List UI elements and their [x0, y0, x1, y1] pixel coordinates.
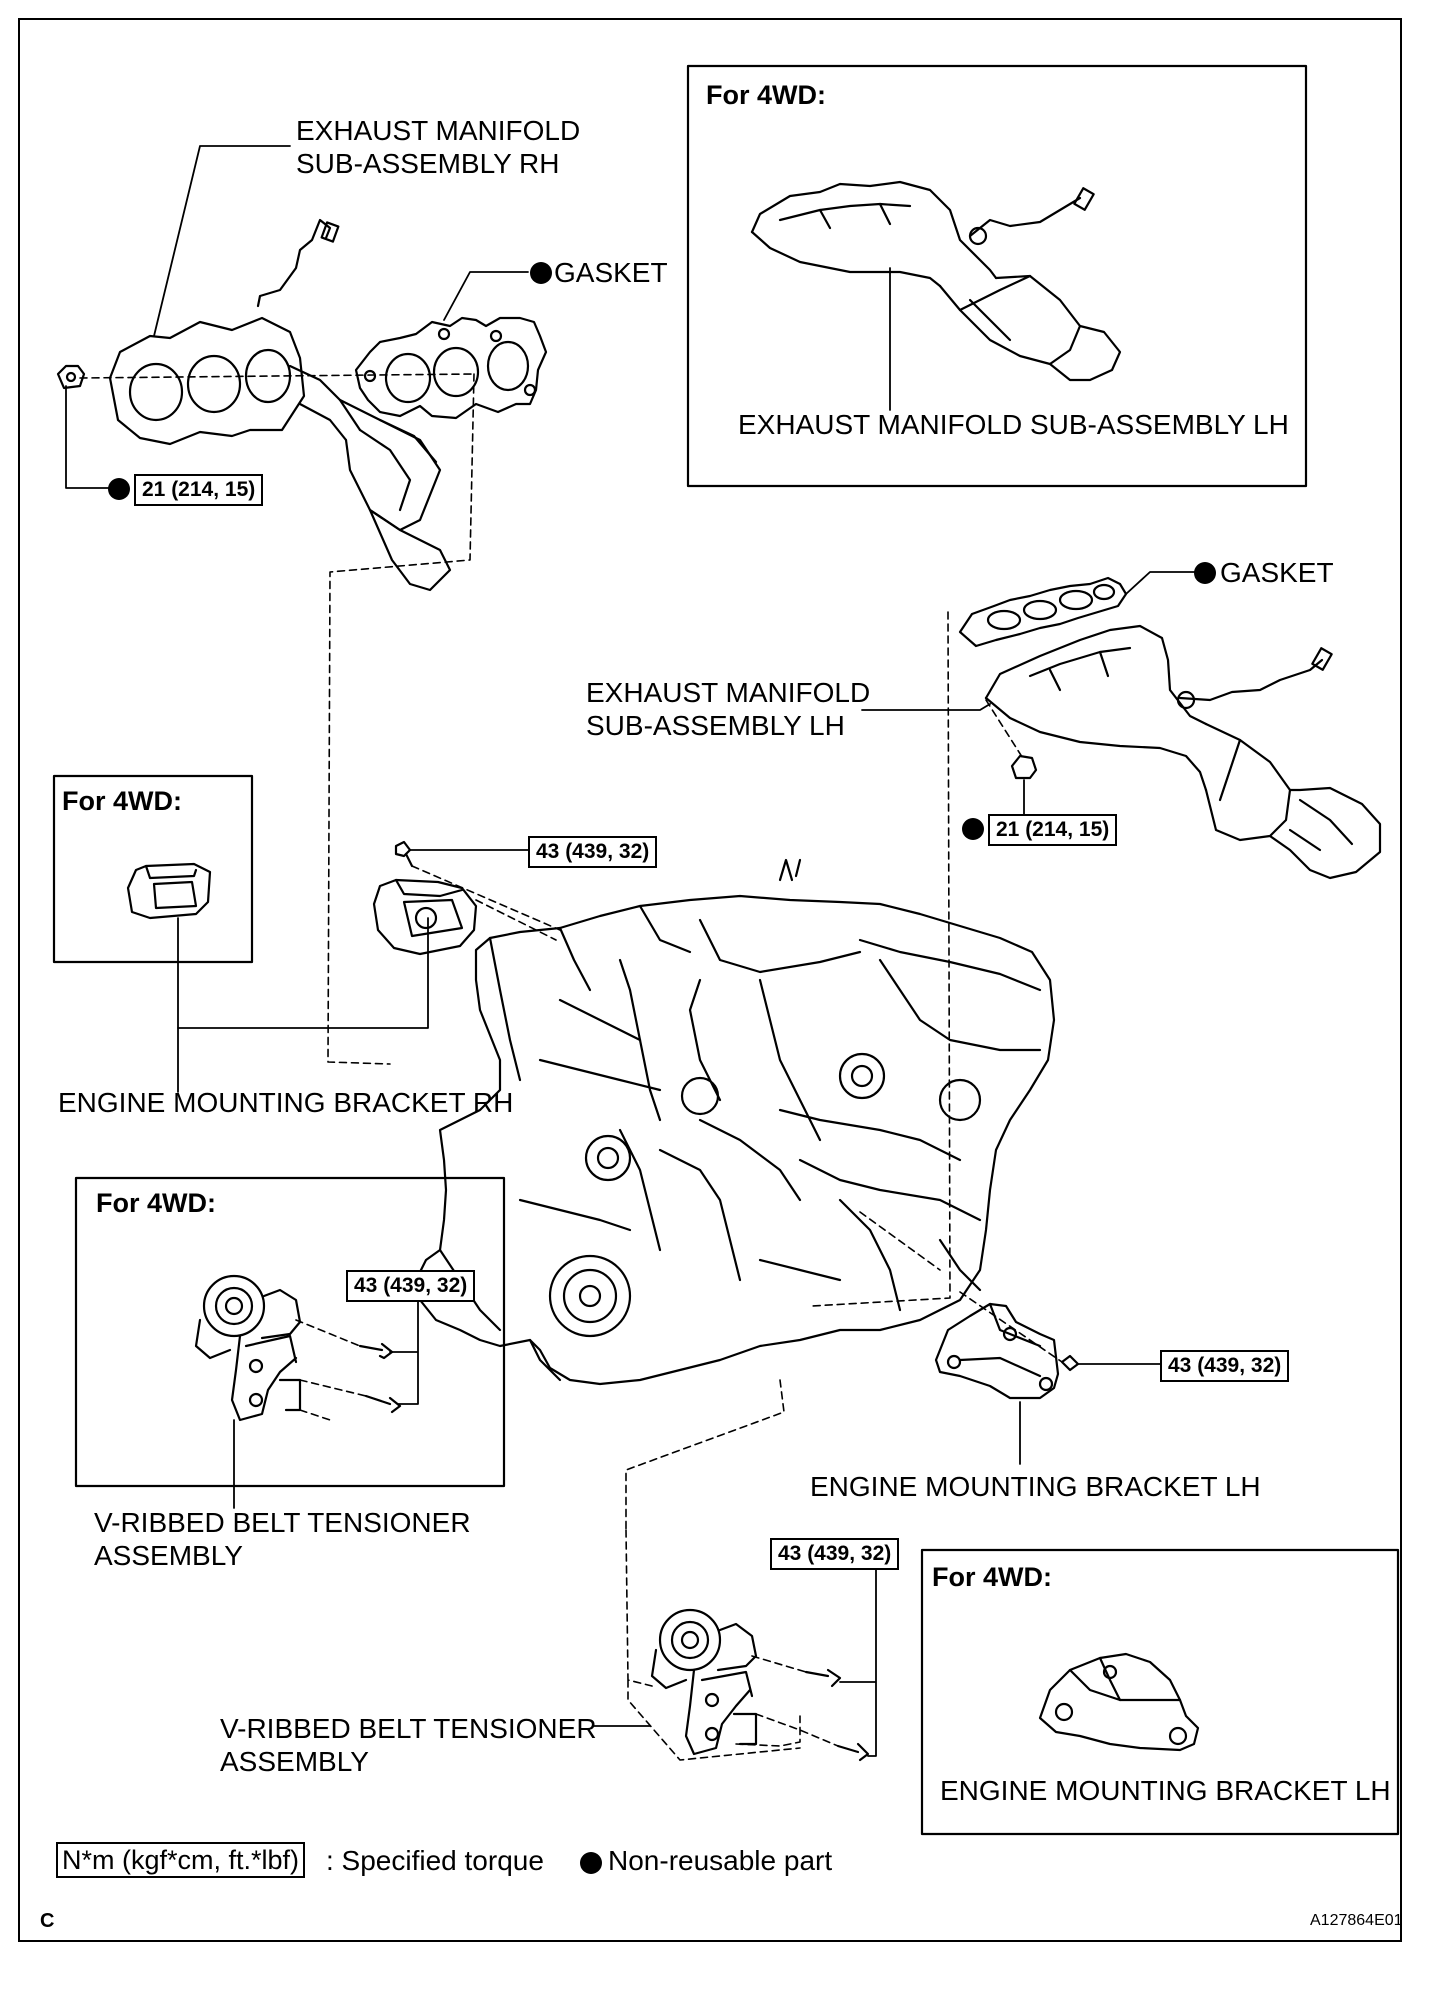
- box-4wd-bracket-lh: [920, 1548, 1400, 1836]
- gasket-rh-part: [354, 316, 548, 420]
- label-tensioner-4wd: V-RIBBED BELT TENSIONER ASSEMBLY: [94, 1507, 471, 1571]
- legend-torque-unit: N*m (kgf*cm, ft.*lbf): [56, 1842, 306, 1878]
- torque-lh-manifold: 21 (214, 15): [988, 814, 1118, 846]
- bolt-rh-part: [394, 840, 414, 868]
- leader-gasket-lh: [1125, 571, 1207, 595]
- tensioner-bolts-part: [804, 1668, 870, 1762]
- nonreusable-dot-gasket-lh: [1194, 562, 1216, 584]
- box-4wd-tensioner: [74, 1176, 506, 1488]
- leader-nut-rh: [65, 385, 111, 489]
- nut-lh-part: [1010, 754, 1038, 780]
- torque-tensioner-4wd: 43 (439, 32): [346, 1270, 476, 1302]
- label-gasket-lh: GASKET: [1220, 557, 1334, 588]
- diagram-frame: [18, 18, 1402, 1942]
- label-gasket-rh: GASKET: [554, 257, 668, 288]
- torque-rh-manifold: 21 (214, 15): [134, 474, 264, 506]
- label-engine-mounting-bracket-rh: ENGINE MOUNTING BRACKET RH: [58, 1087, 514, 1118]
- corner-code: C: [40, 1910, 55, 1932]
- bracket-lh-part: [934, 1302, 1060, 1400]
- nut-rh-part: [56, 364, 86, 390]
- bracket-rh-4wd-part: [126, 862, 212, 920]
- tensioner-part: [650, 1608, 758, 1756]
- tensioner-4wd-part: [194, 1274, 302, 1422]
- bracket-lh-4wd-part: [1038, 1652, 1200, 1752]
- torque-tensioner: 43 (439, 32): [770, 1538, 900, 1570]
- nonreusable-dot-nut-lh: [962, 818, 984, 840]
- box-4wd-exhaust-lh: [686, 64, 1308, 488]
- torque-bracket-lh: 43 (439, 32): [1160, 1350, 1290, 1382]
- label-engine-mounting-bracket-lh: ENGINE MOUNTING BRACKET LH: [810, 1471, 1261, 1502]
- nonreusable-dot-nut-rh: [108, 478, 130, 500]
- label-exhaust-manifold-rh: EXHAUST MANIFOLD SUB-ASSEMBLY RH: [296, 115, 581, 179]
- leader-exhaust-rh: [153, 145, 291, 337]
- engine-assembly-part: [414, 858, 1056, 1386]
- legend-nonreusable-dot: [580, 1852, 602, 1874]
- legend-nonreusable-desc: Non-reusable part: [608, 1845, 833, 1876]
- exhaust-manifold-rh-part: [108, 218, 452, 592]
- gasket-lh-part: [958, 576, 1128, 648]
- label-engine-mounting-bracket-lh-4wd: ENGINE MOUNTING BRACKET LH: [940, 1775, 1391, 1806]
- label-exhaust-manifold-lh: EXHAUST MANIFOLD SUB-ASSEMBLY LH: [586, 677, 871, 741]
- label-exhaust-manifold-lh-4wd: EXHAUST MANIFOLD SUB-ASSEMBLY LH: [738, 409, 1289, 440]
- legend-torque-desc: : Specified torque: [326, 1845, 544, 1876]
- header-4wd-bracket-rh: For 4WD:: [62, 786, 182, 816]
- leader-tensioner-4wd-torque: [389, 1291, 419, 1405]
- header-4wd-bracket-lh: For 4WD:: [932, 1562, 1052, 1592]
- nonreusable-dot-gasket-rh: [530, 262, 552, 284]
- tensioner-4wd-bolts-part: [358, 1342, 402, 1414]
- exhaust-manifold-lh-4wd-part: [750, 180, 1122, 382]
- label-tensioner: V-RIBBED BELT TENSIONER ASSEMBLY: [220, 1713, 597, 1777]
- header-4wd-exhaust-lh: For 4WD:: [706, 80, 826, 110]
- exhaust-manifold-lh-part: [984, 624, 1382, 880]
- leader-gasket-rh: [443, 271, 529, 321]
- leader-exhaust-lh: [861, 703, 991, 711]
- header-4wd-tensioner: For 4WD:: [96, 1188, 216, 1218]
- leader-tensioner-torque: [839, 1569, 877, 1757]
- torque-bracket-rh: 43 (439, 32): [528, 836, 658, 868]
- bracket-rh-part: [372, 878, 478, 956]
- box-4wd-bracket-rh: [52, 774, 254, 964]
- figure-id: A127864E01: [1310, 1912, 1403, 1929]
- bolt-lh-part: [1060, 1354, 1080, 1372]
